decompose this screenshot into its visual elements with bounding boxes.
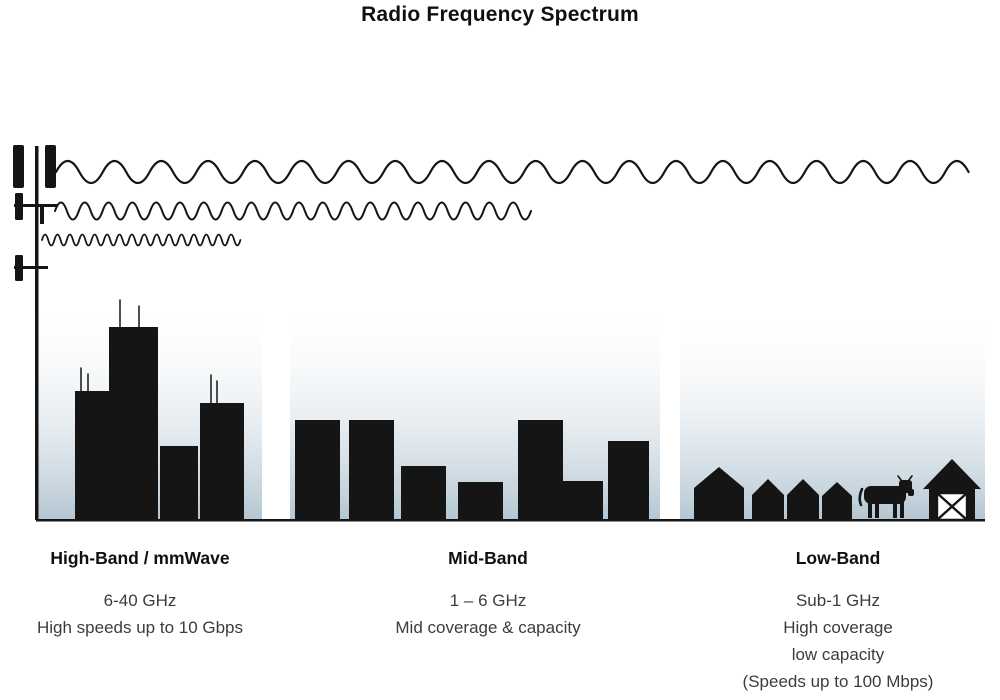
spectrum-illustration: [13, 145, 985, 522]
village-lowband: [694, 459, 981, 522]
mid-frequency-wave: [54, 201, 532, 221]
band-details-lowband: Sub-1 GHz High coverage low capacity (Sp…: [698, 587, 978, 695]
midrise-buildings-midband: [295, 420, 649, 520]
low-frequency-long-wave: [54, 159, 970, 185]
band-column-highband: High-Band / mmWave 6-40 GHz High speeds …: [0, 548, 280, 641]
city-skyline-highband: [75, 299, 244, 520]
band-detail-line: (Speeds up to 100 Mbps): [742, 672, 934, 691]
house-icon: [694, 467, 744, 520]
band-column-lowband: Low-Band Sub-1 GHz High coverage low cap…: [698, 548, 978, 695]
barn-icon: [923, 459, 981, 522]
rooftop-antennas: [80, 299, 218, 405]
band-frequency-highband: 6-40 GHz: [103, 591, 177, 610]
band-detail-line: low capacity: [791, 645, 885, 664]
building-silhouette: [349, 420, 394, 520]
house-icon: [787, 479, 819, 520]
building-silhouette: [75, 391, 110, 520]
band-detail-line: High coverage: [783, 618, 893, 637]
band-heading-highband: High-Band / mmWave: [50, 548, 230, 568]
band-frequency-lowband: Sub-1 GHz: [795, 591, 881, 610]
building-silhouette: [200, 403, 244, 520]
band-details-highband: 6-40 GHz High speeds up to 10 Gbps: [0, 587, 280, 641]
cell-tower-icon: [13, 145, 58, 520]
building-silhouette: [401, 466, 446, 520]
band-details-midband: 1 – 6 GHz Mid coverage & capacity: [348, 587, 628, 641]
building-silhouette: [295, 420, 340, 520]
house-icon: [752, 479, 784, 520]
building-silhouette: [608, 441, 649, 520]
building-silhouette: [458, 482, 503, 520]
band-heading-lowband: Low-Band: [795, 548, 881, 568]
building-silhouette: [160, 446, 198, 520]
band-column-midband: Mid-Band 1 – 6 GHz Mid coverage & capaci…: [348, 548, 628, 641]
house-icon: [822, 482, 852, 520]
high-frequency-short-wave: [41, 233, 242, 247]
band-frequency-midband: 1 – 6 GHz: [449, 591, 527, 610]
building-silhouette: [563, 481, 603, 520]
ground-line: [36, 519, 985, 522]
diagram-title: Radio Frequency Spectrum: [361, 3, 639, 26]
cow-icon: [858, 475, 914, 518]
band-heading-midband: Mid-Band: [448, 548, 528, 568]
building-silhouette: [109, 327, 158, 520]
band-detail-line: High speeds up to 10 Gbps: [36, 618, 244, 637]
building-silhouette: [518, 420, 563, 520]
band-detail-line: Mid coverage & capacity: [395, 618, 581, 637]
